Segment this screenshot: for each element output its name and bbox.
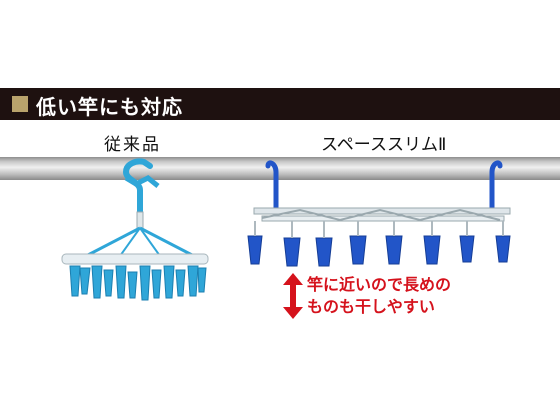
note-line-2: ものも干しやすい xyxy=(307,297,435,316)
header-marker-square xyxy=(12,96,28,112)
section-title: 低い竿にも対応 xyxy=(36,95,183,119)
section-header-bar: 低い竿にも対応 xyxy=(0,88,560,120)
note-line-1: 竿に近いので長めの xyxy=(307,275,452,294)
space-slim-product-label: スペーススリムⅡ xyxy=(321,135,447,155)
conventional-product-label: 従来品 xyxy=(104,135,161,155)
height-advantage-note: 竿に近いので長めの ものも干しやすい xyxy=(307,274,451,318)
double-arrow-vertical-icon xyxy=(283,273,303,319)
